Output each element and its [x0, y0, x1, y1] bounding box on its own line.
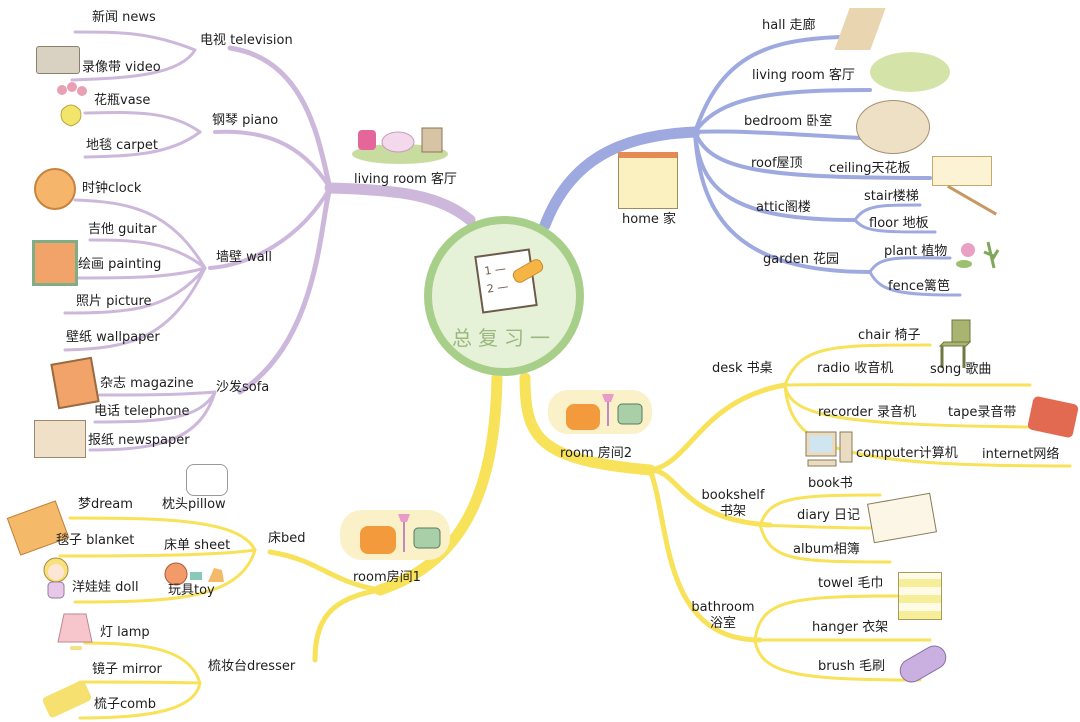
leaf-sheet: 床单 sheet	[164, 538, 231, 553]
computer-icon	[804, 430, 854, 470]
node-bed: 床bed	[268, 531, 306, 546]
leaf-tape: tape录音带	[948, 405, 1017, 420]
ceiling-icon	[932, 156, 992, 186]
leaf-carpet: 地毯 carpet	[86, 138, 158, 153]
house-icon	[618, 152, 678, 209]
leaf-dream: 梦dream	[78, 497, 133, 512]
leaf-blanket: 毯子 blanket	[56, 533, 135, 548]
node-garden: garden 花园	[763, 252, 839, 267]
leaf-chair: chair 椅子	[858, 328, 921, 343]
branch-home: home 家	[622, 212, 676, 227]
leaf-guitar: 吉他 guitar	[88, 222, 157, 237]
leaf-toy: 玩具toy	[168, 583, 215, 598]
bed-icon	[856, 100, 930, 154]
node-bathroom: bathroom 浴室	[691, 600, 755, 631]
leaf-album: album相簿	[793, 542, 860, 557]
node-piano: 钢琴 piano	[212, 113, 279, 128]
painting-icon	[32, 240, 78, 286]
node-roof: roof屋顶	[751, 156, 803, 171]
leaf-radio: radio 收音机	[817, 361, 894, 376]
center-node: 1 — 2 — 总复习一	[424, 216, 584, 376]
leaf-ceiling: ceiling天花板	[829, 161, 911, 176]
leaf-mirror: 镜子 mirror	[92, 662, 162, 677]
magazine-icon	[50, 356, 100, 410]
leaf-hanger: hanger 衣架	[812, 620, 889, 635]
node-bookshelf: bookshelf 书架	[701, 488, 765, 519]
living-room-furniture-icon	[350, 122, 450, 164]
leaf-wallpaper: 壁纸 wallpaper	[66, 330, 160, 345]
center-title: 总复习一	[452, 326, 556, 350]
leaf-vase: 花瓶vase	[94, 93, 151, 108]
leaf-computer: computer计算机	[856, 446, 958, 461]
toy-icon	[164, 562, 228, 586]
leaf-song: song 歌曲	[930, 362, 992, 377]
pillow-icon	[186, 464, 228, 496]
node-desk: desk 书桌	[712, 361, 773, 376]
branch-room2: room 房间2	[560, 446, 633, 461]
leaf-pillow: 枕头pillow	[162, 497, 226, 512]
leaf-news: 新闻 news	[92, 10, 156, 25]
node-wall: 墙壁 wall	[216, 250, 272, 265]
leaf-comb: 梳子comb	[94, 697, 157, 712]
leaf-magazine: 杂志 magazine	[100, 376, 194, 391]
leaf-lamp: 灯 lamp	[100, 625, 150, 640]
leaf-newspaper: 报纸 newspaper	[88, 433, 190, 448]
room1-icon	[340, 510, 450, 560]
node-dresser: 梳妆台dresser	[208, 659, 296, 674]
doll-icon	[38, 556, 74, 600]
leaf-doll: 洋娃娃 doll	[72, 580, 139, 595]
vase-icon	[54, 82, 88, 128]
leaf-video: 录像带 video	[82, 60, 161, 75]
towel-icon	[898, 572, 942, 620]
leaf-internet: internet网络	[982, 447, 1060, 462]
node-sofa: 沙发sofa	[216, 380, 270, 395]
lamp-icon	[56, 612, 94, 654]
living-room-icon	[870, 52, 950, 92]
leaf-towel: towel 毛巾	[818, 576, 884, 591]
leaf-recorder: recorder 录音机	[818, 405, 917, 420]
branch-room1: room房间1	[353, 570, 421, 585]
clock-icon	[34, 168, 76, 210]
leaf-fence: fence篱笆	[888, 279, 950, 294]
leaf-diary: diary 日记	[797, 508, 861, 523]
video-tape-icon	[36, 46, 80, 74]
branch-living-room: living room 客厅	[354, 172, 457, 187]
node-living-room: living room 客厅	[752, 68, 855, 83]
node-television: 电视 television	[200, 33, 293, 48]
leaf-telephone: 电话 telephone	[94, 404, 190, 419]
leaf-stair: stair楼梯	[864, 189, 919, 204]
leaf-plant: plant 植物	[884, 244, 948, 259]
node-hall: hall 走廊	[762, 18, 816, 33]
leaf-clock: 时钟clock	[82, 181, 142, 196]
newspaper-icon	[34, 420, 86, 458]
leaf-painting: 绘画 painting	[78, 257, 162, 272]
leaf-book: book书	[808, 476, 853, 491]
room2-icon	[548, 390, 652, 434]
leaf-floor: floor 地板	[869, 216, 929, 231]
chair-icon	[936, 318, 974, 370]
node-bedroom: bedroom 卧室	[744, 114, 833, 129]
writing-paper-icon: 1 — 2 —	[474, 248, 538, 314]
node-attic: attic阁楼	[756, 200, 811, 215]
plant-icon	[954, 240, 1002, 270]
leaf-picture: 照片 picture	[76, 294, 152, 309]
leaf-brush: brush 毛刷	[818, 659, 885, 674]
